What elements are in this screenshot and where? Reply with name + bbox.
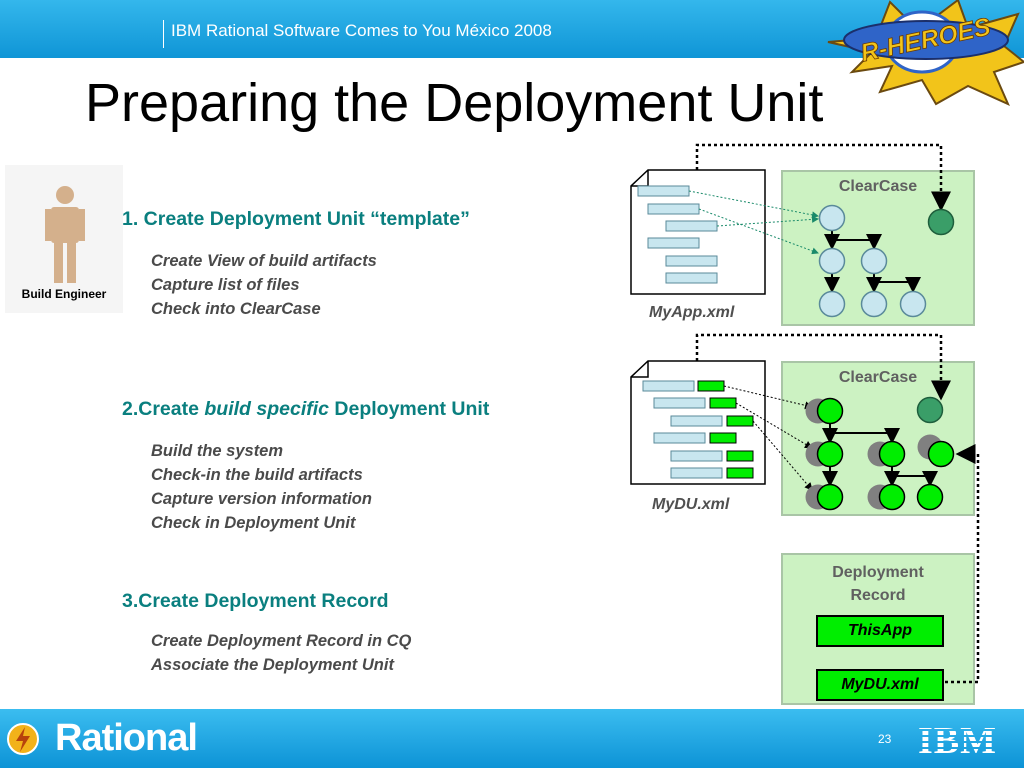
step-3-heading-text: 3.Create Deployment Record	[122, 590, 389, 612]
step-1-heading-text: 1. Create Deployment Unit “template”	[122, 208, 470, 230]
ibm-logo: IBM	[918, 720, 997, 762]
step-2-heading-part: Deployment Unit	[329, 398, 490, 420]
file-label-mydu: MyDU.xml	[652, 496, 730, 513]
step-3-items: Create Deployment Record in CQ Associate…	[151, 629, 411, 677]
version-tree-1	[818, 204, 955, 318]
header-title: IBM Rational Software Comes to You Méxic…	[171, 21, 552, 40]
clearcase-label: ClearCase	[838, 178, 918, 195]
step-2-items: Build the system Check-in the build arti…	[151, 439, 372, 535]
list-item: Associate the Deployment Unit	[151, 656, 394, 674]
list-item: Create View of build artifacts	[151, 252, 377, 270]
step-2-heading-part: 2.Create	[122, 398, 205, 420]
mydu-field: MyDU.xml	[816, 669, 944, 701]
build-engineer-card: Build Engineer	[5, 165, 123, 313]
r-heroes-badge: R-HEROES	[827, 0, 1024, 106]
step-2-heading: 2.Create build specific Deployment Unit	[122, 398, 489, 421]
page-number: 23	[878, 732, 892, 746]
rational-logo-icon	[7, 723, 39, 755]
step-1-items: Create View of build artifacts Capture l…	[151, 249, 377, 321]
step-3-heading: 3.Create Deployment Record	[122, 590, 389, 613]
deployment-record-label-line: Deployment	[832, 564, 924, 581]
list-item: Create Deployment Record in CQ	[151, 632, 412, 650]
list-item: Capture version information	[151, 490, 372, 508]
list-item: Check-in the build artifacts	[151, 466, 363, 484]
list-item: Check in Deployment Unit	[151, 514, 356, 532]
step-2-heading-emphasis: build specific	[204, 398, 329, 420]
header-bar: IBM Rational Software Comes to You Méxic…	[0, 0, 1024, 58]
page-title: Preparing the Deployment Unit	[85, 73, 824, 133]
deployment-record-label-line: Record	[850, 587, 906, 604]
thisapp-field: ThisApp	[816, 615, 944, 647]
role-label: Build Engineer	[21, 287, 107, 301]
file-label-myapp: MyApp.xml	[649, 304, 735, 321]
rational-brand: Rational	[55, 717, 198, 759]
list-item: Build the system	[151, 442, 284, 460]
deployment-record-label: Deployment Record	[783, 561, 973, 607]
header-divider	[163, 20, 164, 48]
footer-bar: Rational 23 IBM	[0, 709, 1024, 768]
clearcase-label: ClearCase	[838, 369, 918, 386]
file-icon	[630, 169, 766, 295]
person-icon	[45, 186, 85, 283]
list-item: Capture list of files	[151, 276, 300, 294]
deployment-record-box: Deployment Record ThisApp MyDU.xml	[781, 553, 975, 705]
version-tree-2	[805, 396, 955, 511]
file-icon	[630, 360, 766, 485]
step-1-heading: 1. Create Deployment Unit “template”	[122, 208, 470, 231]
list-item: Check into ClearCase	[151, 300, 321, 318]
